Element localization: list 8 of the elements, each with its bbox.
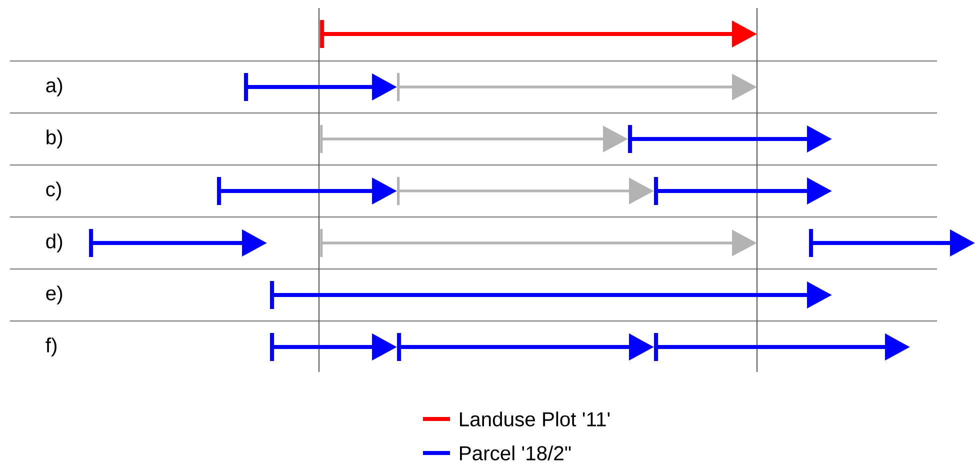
row-label: f) [46,338,56,356]
legend-label: Parcel '18/2" [460,446,571,460]
row-label: c) [46,182,61,200]
row-label: a) [46,78,62,96]
row-label: e) [46,286,62,304]
row-label: b) [46,130,62,148]
legend-label: Landuse Plot '11' [460,412,610,426]
row-label: d) [46,234,62,252]
